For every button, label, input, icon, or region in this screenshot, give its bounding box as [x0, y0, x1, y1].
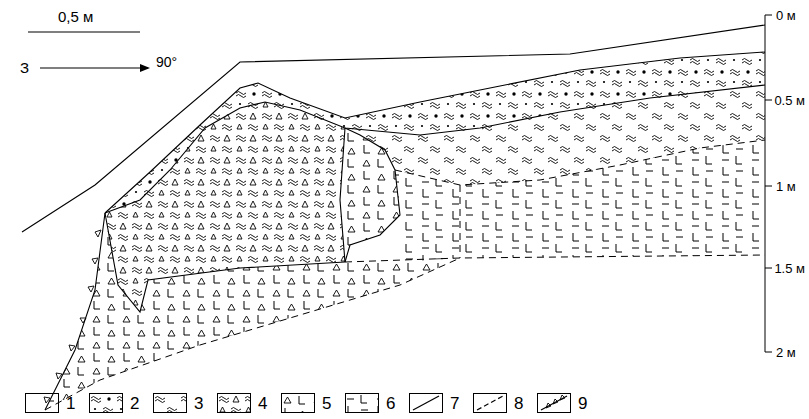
unit-6 — [395, 140, 765, 262]
direction-arrow — [40, 67, 148, 68]
depth-label: 2 м — [776, 346, 796, 359]
legend-swatch — [25, 393, 59, 413]
legend-number: 8 — [514, 395, 523, 412]
legend-swatch — [473, 393, 507, 413]
legend-swatch — [345, 393, 379, 413]
legend-number: 2 — [130, 395, 139, 412]
unit-5 — [45, 213, 460, 410]
contact-lines — [22, 25, 765, 312]
legend-swatch — [153, 393, 187, 413]
direction-label: З — [20, 60, 29, 75]
legend-swatch — [281, 393, 315, 413]
legend-number: 5 — [322, 395, 331, 412]
unit-5-column — [340, 128, 400, 262]
legend-number: 6 — [386, 395, 395, 412]
azimuth-label: 90° — [156, 55, 177, 69]
depth-label: 0.5 м — [774, 94, 805, 107]
scale-label: 0,5 м — [58, 9, 93, 24]
depth-label: 1 м — [776, 180, 796, 193]
legend-number: 1 — [66, 395, 75, 412]
legend-number: 3 — [194, 395, 203, 412]
gradual-contacts — [45, 140, 765, 410]
legend-swatch — [89, 393, 123, 413]
depth-axis — [765, 15, 772, 352]
legend-swatch — [537, 393, 571, 413]
scale-bar — [28, 31, 140, 32]
legend-number: 9 — [578, 395, 587, 412]
wall-triangles — [44, 230, 101, 403]
legend-swatch — [409, 393, 443, 413]
wall-line — [45, 213, 105, 410]
legend-swatch — [217, 393, 251, 413]
legend-number: 4 — [258, 395, 267, 412]
legend-number: 7 — [450, 395, 459, 412]
arrow-head — [140, 64, 150, 72]
depth-label: 1.5 м — [774, 262, 805, 275]
depth-label: 0 м — [776, 9, 796, 22]
